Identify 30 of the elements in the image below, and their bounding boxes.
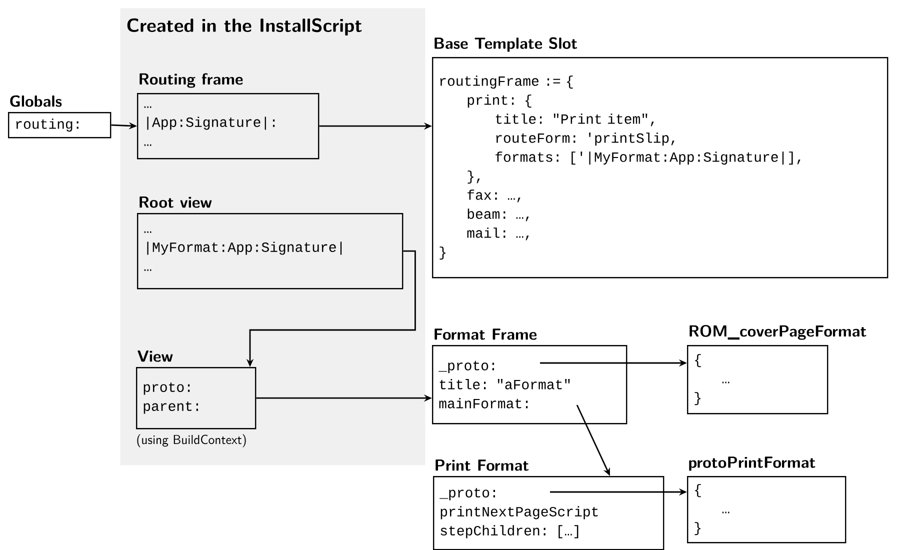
code-box: … |App:Signature|: … [137, 93, 320, 160]
node-label: }, [468, 170, 480, 184]
box-heading: Globals [10, 95, 62, 107]
box-heading: Routing frame [140, 73, 243, 88]
box-heading: protoPrintFormat [689, 456, 816, 471]
node-label: mail: …, [467, 228, 529, 240]
box-heading: View [138, 350, 173, 362]
node-label: routingFrame := { [440, 76, 573, 89]
node-label: } [440, 246, 446, 260]
code-box: proto: parent: [136, 367, 256, 430]
box-heading: Base Template Slot [434, 37, 578, 52]
code-box: { … } [687, 476, 846, 544]
code-box: _proto: title: "aFormat" mainFormat: [432, 345, 628, 424]
node-label: formats: ['|MyFormat:App:Signature|], [496, 152, 800, 165]
node-label: print: { [468, 94, 532, 108]
node-label: title: "Print item", [496, 114, 654, 126]
node-label: beam: …, [468, 208, 529, 222]
node-label: routeForm: 'printSlip, [496, 132, 674, 146]
code-box: routing: [8, 112, 112, 138]
code-box: … |MyFormat:App:Signature| … [137, 213, 404, 290]
group-heading: Created in the InstallScript [127, 18, 362, 36]
code-box: routingFrame := { print: { title: "Print item", routeForm: 'printSlip, formats: ['|MyFormat:App:Signature|], }, fax: …, beam: …, mail: …, } [432, 57, 888, 278]
code-box: _proto: printNextPageScript stepChildren: […] [433, 476, 664, 550]
node-label: (using BuildContext) [137, 434, 246, 448]
box-heading: Root view [140, 196, 212, 208]
box-heading: Format Frame [434, 328, 537, 340]
box-heading: Print Format [436, 460, 529, 471]
code-box: { … } [687, 345, 828, 414]
box-heading: ROM_coverPageFormat [690, 325, 866, 340]
node-label: fax: …, [468, 190, 520, 202]
